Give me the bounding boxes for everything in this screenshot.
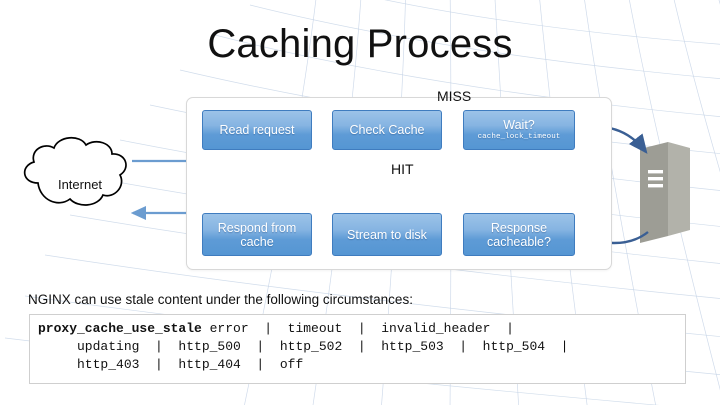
node-respond-from-cache-label: Respond from cache [217, 220, 297, 249]
node-stream-to-disk[interactable]: Stream to disk [332, 213, 442, 256]
internet-cloud-label: Internet [57, 177, 103, 192]
code-line2: updating | http_500 | http_502 | http_50… [38, 339, 569, 354]
node-response-cacheable-label: Response cacheable? [487, 220, 551, 249]
node-read-request[interactable]: Read request [202, 110, 312, 150]
slide-title: Caching Process [207, 22, 513, 66]
node-response-cacheable[interactable]: Response cacheable? [463, 213, 575, 256]
node-wait[interactable]: Wait? cache_lock_timeout [463, 110, 575, 150]
node-wait-label: Wait? [503, 118, 535, 132]
stale-content-caption: NGINX can use stale content under the fo… [28, 292, 413, 307]
node-stream-to-disk-label: Stream to disk [347, 227, 427, 242]
node-respond-from-cache[interactable]: Respond from cache [202, 213, 312, 256]
node-check-cache[interactable]: Check Cache [332, 110, 442, 150]
edge-label-hit: HIT [391, 161, 414, 177]
edge-label-miss: MISS [437, 88, 472, 104]
node-read-request-label: Read request [219, 123, 295, 137]
code-directive: proxy_cache_use_stale [38, 321, 202, 336]
origin-server-icon [640, 142, 690, 243]
internet-cloud-shape [23, 137, 127, 206]
code-line3: http_403 | http_404 | off [38, 357, 304, 372]
node-wait-sublabel: cache_lock_timeout [477, 133, 561, 141]
code-line1-rest: error | timeout | invalid_header | [201, 321, 514, 336]
node-check-cache-label: Check Cache [349, 123, 425, 137]
code-block: proxy_cache_use_stale error | timeout | … [29, 314, 686, 384]
